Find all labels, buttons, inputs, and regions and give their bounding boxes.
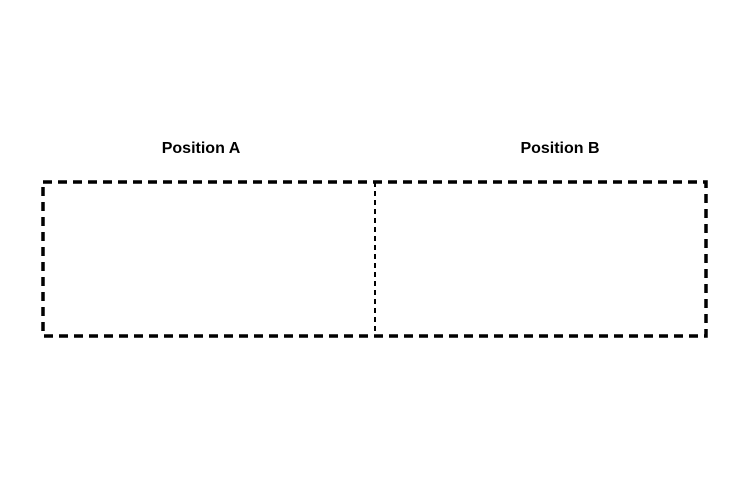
position-a-label: Position A <box>161 140 241 157</box>
position-b-slot <box>377 184 704 334</box>
position-b-label: Position B <box>520 140 600 157</box>
position-a-slot <box>45 184 373 334</box>
